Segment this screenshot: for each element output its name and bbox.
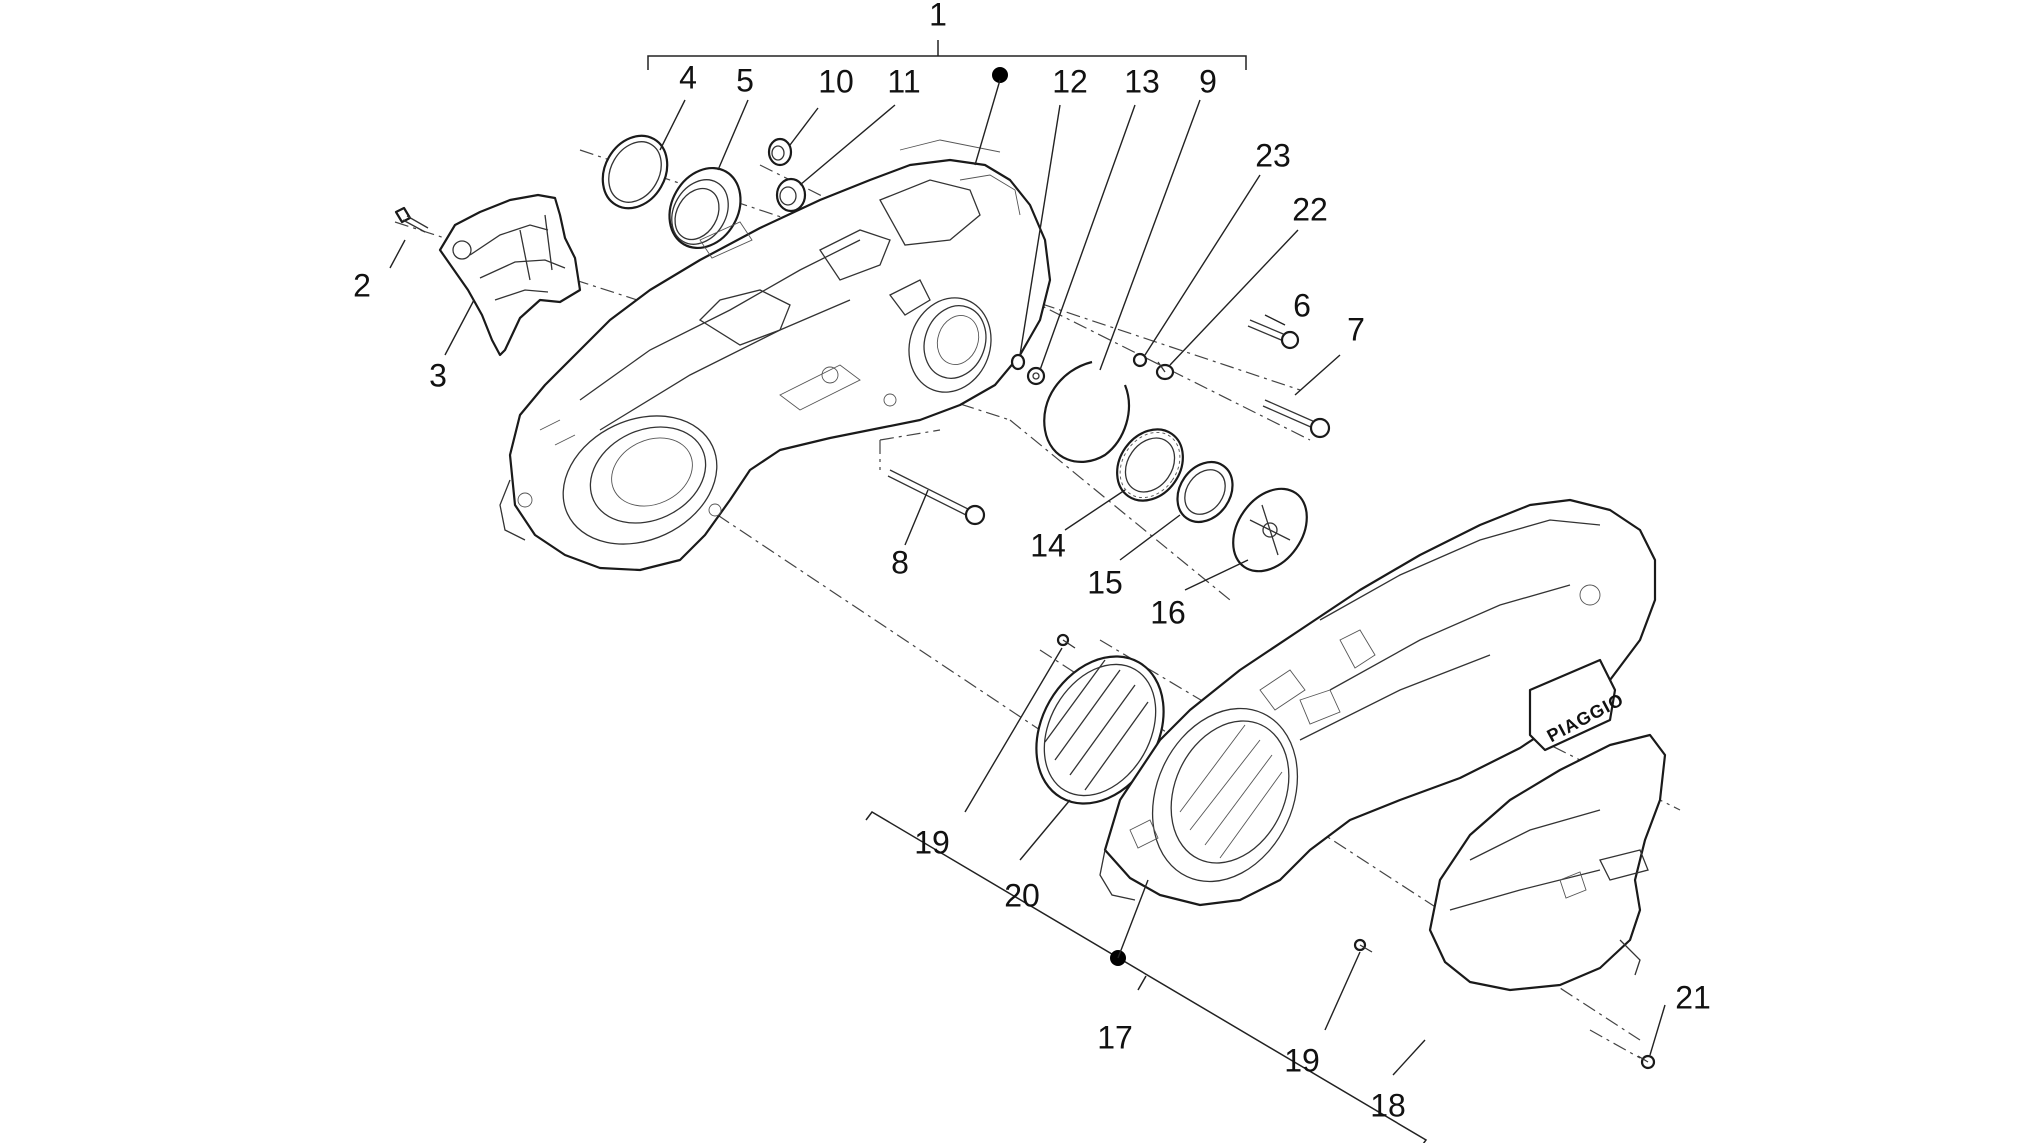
screw-part-19-upper [1056,633,1076,649]
bolt-part-6 [1247,319,1300,350]
label-part-23: 23 [1255,137,1291,173]
label-part-15: 15 [1087,564,1123,600]
bolt-part-7 [1262,399,1331,439]
label-part-19-upper: 19 [914,824,950,860]
assembly-bracket-17 [865,811,1428,1143]
assembly-bracket-1 [647,40,1247,70]
label-part-14: 14 [1030,527,1066,563]
label-part-3: 3 [429,357,447,393]
label-part-22: 22 [1292,191,1328,227]
circlip-part-9 [1043,360,1130,463]
label-part-6: 6 [1293,287,1311,323]
air-duct-part-3 [438,193,582,357]
washer-part-15 [1176,461,1234,523]
washer-part-13 [1026,366,1046,386]
label-part-16: 16 [1150,594,1186,630]
cover-part-18 [1428,733,1667,992]
label-part-8: 8 [891,544,909,580]
label-part-10: 10 [818,63,854,99]
o-ring-part-4 [601,134,669,210]
label-part-12: 12 [1052,63,1088,99]
screw-part-19-lower [1353,938,1373,953]
label-part-17: 17 [1097,1019,1133,1055]
label-part-20: 20 [1004,877,1040,913]
label-part-13: 13 [1124,63,1160,99]
label-part-4: 4 [679,59,697,95]
screw-part-2 [394,206,429,233]
label-part-7: 7 [1347,311,1365,347]
label-part-1: 1 [929,0,947,32]
washer-part-23 [1132,352,1148,368]
bolt-part-22 [1155,361,1175,381]
bolt-part-8 [887,469,986,526]
label-part-5: 5 [736,62,754,98]
part-labels: 1 2 3 4 5 10 11 12 13 9 23 22 6 7 8 14 1… [353,0,1711,1123]
reference-dot-upper [992,67,1008,83]
bearing-part-11 [775,177,807,213]
grille-part-20 [1035,655,1165,805]
label-part-9: 9 [1199,63,1217,99]
label-part-2: 2 [353,267,371,303]
leader-lines [389,79,1666,1076]
crankcase-half-part-1 [499,139,1052,572]
screw-part-21 [1589,1029,1656,1070]
washer-part-12 [1010,353,1026,371]
label-part-19-lower: 19 [1284,1042,1320,1078]
toothed-washer-part-14 [1116,428,1184,502]
label-part-18: 18 [1370,1087,1406,1123]
label-part-11: 11 [887,63,920,99]
label-part-21: 21 [1675,979,1711,1015]
bearing-part-10 [767,137,793,167]
cap-part-16 [1232,487,1308,573]
